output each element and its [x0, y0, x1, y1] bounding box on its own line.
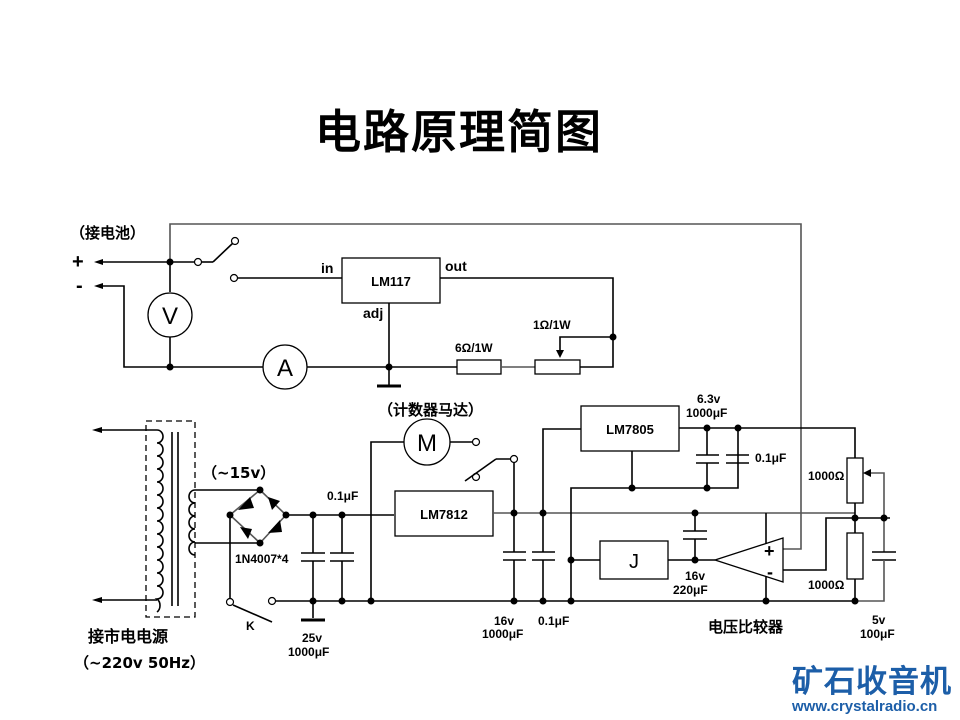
site-url[interactable]: www.crystalradio.cn	[792, 698, 938, 715]
wiper-arrow-icon	[863, 469, 871, 477]
comparator-minus-wire	[783, 517, 855, 571]
resistor-top-label: 1000Ω	[808, 469, 845, 483]
primary-coil	[154, 429, 164, 613]
cap-25v-label: 25v	[302, 631, 322, 645]
block-j	[599, 540, 669, 580]
cap-1000uf-label: 1000μF	[288, 645, 329, 659]
junction-dot	[609, 333, 617, 341]
cap-1000uf-label: 1000μF	[686, 406, 727, 420]
mains-arrow-icon	[92, 427, 102, 433]
resistor-bottom-label: 1000Ω	[808, 578, 845, 592]
cap-12v-1000uf	[503, 513, 526, 601]
switch-contact	[267, 596, 277, 606]
lm117-regulator	[341, 257, 441, 304]
motor-wire	[370, 441, 404, 601]
cap-100uf-label: 100μF	[860, 627, 895, 641]
lm117-label: LM117	[371, 274, 411, 289]
cap-16v-label: 16v	[685, 569, 705, 583]
minus-wire	[100, 285, 263, 368]
voltmeter-symbol: V	[162, 303, 178, 330]
diode-icon	[240, 527, 252, 539]
switch-contact	[193, 257, 203, 267]
junction-dot	[166, 258, 174, 266]
cap-220uf-label: 220μF	[673, 583, 708, 597]
switch-contact	[471, 437, 481, 447]
diode-icon	[268, 520, 282, 533]
resistor-1000ohm	[846, 532, 864, 580]
filter-cap-1000uf	[301, 515, 325, 622]
cap-0.1uf-label: 0.1μF	[538, 614, 569, 628]
wiper-wire	[870, 472, 885, 518]
wiper-arrow-icon	[556, 350, 564, 358]
block-j-label: J	[629, 551, 639, 573]
transformer-enclosure	[145, 420, 196, 618]
comparator-plus: +	[764, 541, 775, 561]
secondary-coil	[188, 489, 196, 556]
mains-label: 接市电电源	[88, 627, 168, 646]
potentiometer-1000ohm	[846, 457, 864, 504]
battery-section: （接电池） + - V A LM117 in out adj	[70, 223, 802, 550]
bridge-rectifier	[226, 486, 290, 547]
motor-switch-lever	[464, 458, 497, 482]
cap-12v-0.1uf	[532, 513, 555, 601]
site-logo: 矿石收音机	[792, 664, 952, 700]
plus-terminal-label: +	[72, 251, 84, 273]
switch-contact	[509, 454, 519, 464]
ammeter-symbol: A	[277, 355, 293, 382]
potentiometer-1ohm-label: 1Ω/1W	[533, 318, 571, 332]
mains-spec-label: （~220v 50Hz）	[74, 654, 205, 672]
resistor-6ohm-label: 6Ω/1W	[455, 341, 493, 355]
voltage-comparator	[712, 537, 784, 583]
potentiometer-1ohm	[534, 359, 581, 375]
pin-in-label: in	[321, 260, 333, 276]
minus-arrow-icon	[94, 283, 103, 289]
bridge-label: 1N4007*4	[235, 552, 289, 566]
switch-contact	[229, 273, 239, 283]
page-title: 电路原理简图	[315, 105, 603, 159]
power-switch-k[interactable]	[232, 604, 273, 623]
lm7812-label: LM7812	[420, 507, 468, 522]
battery-label: （接电池）	[70, 224, 145, 242]
comparator-minus: -	[767, 562, 773, 582]
ground-return-wire	[570, 428, 739, 601]
cap-5v-label: 5v	[872, 613, 886, 627]
lm117-out-wire	[440, 277, 614, 368]
secondary-voltage-label: （~15v）	[202, 464, 275, 482]
cap-ref-100uf	[855, 518, 896, 602]
wiper-wire	[559, 336, 613, 352]
cap-5v-0.1uf	[726, 454, 749, 464]
diode-icon	[238, 497, 254, 510]
mains-arrow-icon	[92, 597, 102, 603]
switch-contact	[230, 236, 240, 246]
battery-switch-lever	[212, 242, 234, 263]
pin-out-label: out	[445, 258, 467, 274]
junction-dot	[166, 363, 174, 371]
resistor-6ohm	[456, 359, 502, 375]
cap-0.1uf-label: 0.1μF	[327, 489, 358, 503]
cap-16v-label: 16v	[494, 614, 514, 628]
plus-arrow-icon	[94, 259, 103, 265]
power-section: （~15v） 接市电电源 （~220v 50Hz） 1N4007*4 K	[74, 392, 896, 672]
junction-dot	[385, 363, 393, 371]
cap-1000uf-label: 1000μF	[482, 627, 523, 641]
motor-label: （计数器马达）	[378, 401, 483, 419]
switch-k-label: K	[246, 619, 255, 633]
cap-0.1uf-label: 0.1μF	[755, 451, 786, 465]
diode-icon	[268, 497, 280, 510]
top-feed-wire	[169, 223, 802, 550]
lm7805-label: LM7805	[606, 422, 654, 437]
cap-6.3v-label: 6.3v	[697, 392, 721, 406]
motor-symbol: M	[417, 430, 437, 457]
filter-cap-0.1uf	[330, 515, 354, 601]
comparator-label: 电压比较器	[708, 618, 784, 636]
switch-contact	[225, 597, 235, 607]
minus-terminal-label: -	[76, 275, 83, 297]
cap-5v-1000uf	[696, 428, 719, 488]
cap-j-220uf	[683, 513, 707, 560]
pin-adj-label: adj	[363, 305, 383, 321]
